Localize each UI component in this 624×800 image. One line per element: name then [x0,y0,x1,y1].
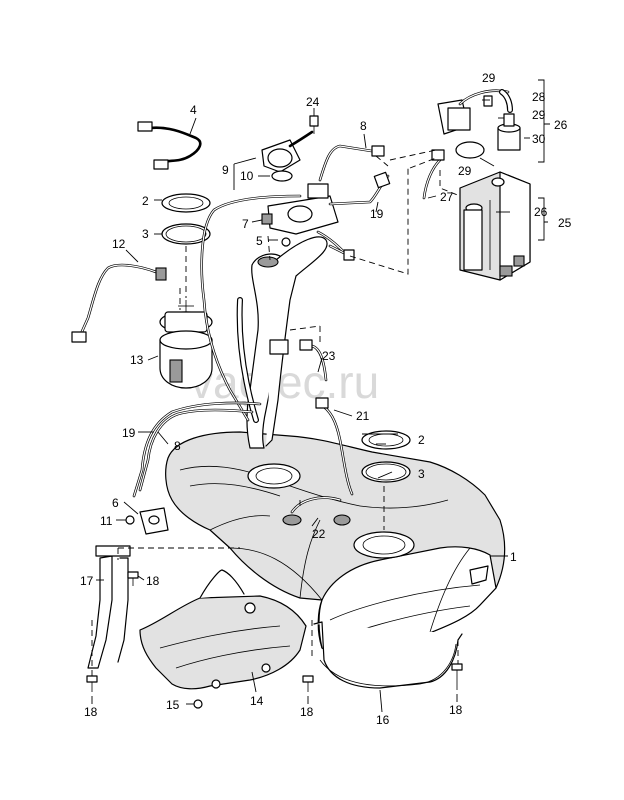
nut-11 [125,515,135,525]
label-8-bottom: 8 [174,439,181,453]
label-30: 30 [532,132,546,146]
watermark: vagtec.ru [190,356,379,408]
label-24: 24 [306,95,320,109]
label-3-left: 3 [142,227,149,241]
heat-shield [139,569,307,690]
purge-valve [422,89,521,200]
label-1: 1 [510,550,517,564]
label-2-left: 2 [142,194,149,208]
label-29-mid: 29 [532,108,546,122]
fuel-pump-sender-unit [159,300,213,389]
label-26-top: 26 [554,118,568,132]
label-15: 15 [166,698,180,712]
label-13: 13 [130,353,144,367]
filler-neck [236,236,328,449]
label-18-center: 18 [300,705,314,719]
label-4: 4 [190,103,197,117]
label-10: 10 [240,169,254,183]
label-21: 21 [356,409,370,423]
tank-strap-left [87,545,131,669]
seal-ring-left [161,223,211,245]
label-26-canister: 26 [534,205,548,219]
label-22: 22 [312,527,326,541]
label-23: 23 [322,349,336,363]
assembly-reference-lines [91,149,461,676]
label-17: 17 [80,574,94,588]
label-9: 9 [222,163,229,177]
seal-ring-right [361,461,411,483]
label-29-top: 29 [482,71,496,85]
bolt-18-b [302,675,314,692]
label-25: 25 [558,216,572,230]
bolt-18-c [451,663,463,690]
label-18-left: 18 [84,705,98,719]
label-19-left: 19 [122,426,136,440]
label-14: 14 [250,694,264,708]
bolt-18-d [127,571,139,586]
label-2-right: 2 [418,433,425,447]
label-8-top: 8 [360,119,367,133]
label-27: 27 [440,190,454,204]
label-7: 7 [242,217,249,231]
leader-lines [91,79,550,713]
pressure-module [261,130,314,182]
charcoal-canister [459,171,531,281]
locking-ring-left [161,193,211,213]
label-18-right: 18 [449,703,463,717]
locking-ring-right [361,430,411,450]
label-19-top: 19 [370,207,384,221]
label-12: 12 [112,237,126,251]
label-5: 5 [256,234,263,248]
label-18-strap: 18 [146,574,160,588]
wiring-harness [137,121,202,170]
bracket-6 [139,507,169,535]
callout-labels: 1 2 2 3 3 4 5 6 7 8 8 9 10 11 12 13 14 1… [80,71,572,727]
tank-strap-right [313,621,463,689]
label-29-low: 29 [458,164,472,178]
label-16: 16 [376,713,390,727]
fuel-lines [132,144,391,498]
label-28: 28 [532,90,546,104]
nut-15 [193,699,203,709]
fuel-line-12 [71,263,167,343]
bolt-18-a [86,675,98,692]
label-3-right: 3 [418,467,425,481]
label-6: 6 [112,496,119,510]
label-11: 11 [100,514,113,528]
